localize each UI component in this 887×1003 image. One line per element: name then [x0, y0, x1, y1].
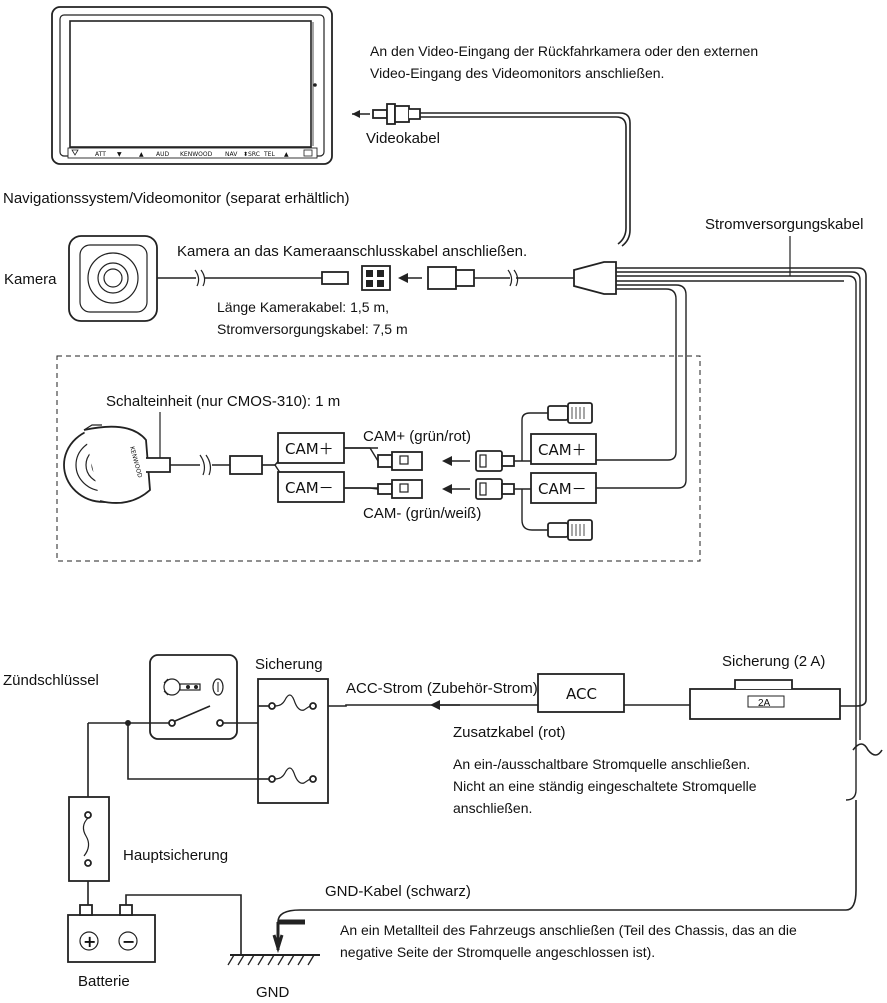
switch-unit: KENWOOD	[63, 424, 151, 504]
monitor-brand: KENWOOD	[180, 151, 213, 158]
video-cable-label: Videokabel	[366, 130, 440, 147]
camera	[68, 235, 158, 322]
cam-plus-wire-label: CAM+ (grün/rot)	[363, 428, 471, 445]
gnd-cable-label: GND-Kabel (schwarz)	[325, 883, 471, 900]
battery-label: Batterie	[78, 973, 130, 990]
fuse-2a-label: Sicherung (2 A)	[722, 653, 825, 670]
cam-plus-box-left	[277, 432, 345, 464]
monitor-button-2: ▼	[117, 151, 122, 158]
monitor-button-7: ⬍SRC	[243, 151, 260, 158]
monitor-button-4: AUD	[156, 151, 169, 158]
acc-note-line2: Nicht an eine ständig eingeschaltete Str…	[453, 778, 757, 794]
ignition-switch	[149, 654, 238, 740]
cam-minus-box-left	[277, 471, 345, 503]
fuse-label: Sicherung	[255, 656, 323, 673]
monitor-button-1: ATT	[95, 151, 106, 158]
switch-unit-label: Schalteinheit (nur CMOS-310): 1 m	[106, 393, 340, 410]
monitor: ATT ▼ ▲ AUD KENWOOD NAV ⬍SRC TEL ▲	[51, 6, 333, 165]
acc-note-line3: anschließen.	[453, 800, 532, 816]
length-line2: Stromversorgungskabel: 7,5 m	[217, 321, 408, 337]
main-fuse-label: Hauptsicherung	[123, 847, 228, 864]
monitor-button-9: ▲	[284, 151, 289, 158]
camera-connect-label: Kamera an das Kameraanschlusskabel ansch…	[177, 243, 527, 260]
camera-label: Kamera	[4, 271, 57, 288]
inline-fuse-2a: 2A	[689, 679, 841, 720]
cam-plus-box-right-text: CAM＋	[538, 441, 587, 459]
acc-power-label: ACC-Strom (Zubehör-Strom)	[346, 680, 538, 697]
video-note-line1: An den Video-Eingang der Rückfahrkamera …	[370, 43, 758, 59]
fuse-2a-tag: 2A	[758, 698, 771, 709]
power-cable-label: Stromversorgungskabel	[705, 216, 863, 233]
cam-minus-box-right	[530, 472, 597, 504]
gnd-note-line1: An ein Metallteil des Fahrzeugs anschlie…	[340, 922, 797, 938]
monitor-button-3: ▲	[139, 151, 144, 158]
monitor-button-6: NAV	[225, 151, 238, 158]
monitor-caption: Navigationssystem/Videomonitor (separat …	[3, 190, 350, 207]
battery-minus: −	[122, 932, 135, 951]
main-fuse	[68, 796, 110, 882]
acc-box	[537, 673, 625, 713]
acc-note-line1: An ein-/ausschaltbare Stromquelle anschl…	[453, 756, 750, 772]
gnd-note-line2: negative Seite der Stromquelle angeschlo…	[340, 944, 655, 960]
acc-box-text: ACC	[566, 685, 597, 703]
fuse-box	[257, 678, 329, 804]
battery: + −	[67, 904, 156, 963]
cam-plus-box-left-text: CAM＋	[285, 440, 334, 458]
cam-minus-box-right-text: CAM－	[538, 480, 587, 498]
cam-minus-wire-label: CAM- (grün/weiß)	[363, 505, 481, 522]
aux-cable-label: Zusatzkabel (rot)	[453, 724, 566, 741]
video-note-line2: Video-Eingang des Videomonitors anschlie…	[370, 65, 664, 81]
ground-symbol	[227, 954, 320, 966]
switch-unit-area	[56, 355, 701, 562]
length-line1: Länge Kamerakabel: 1,5 m,	[217, 299, 389, 315]
cam-minus-box-left-text: CAM－	[285, 479, 334, 497]
cam-plus-box-right	[530, 433, 597, 465]
rca-plug	[352, 103, 421, 125]
monitor-button-8: TEL	[263, 151, 275, 158]
ignition-label: Zündschlüssel	[3, 672, 99, 689]
gnd-label: GND	[256, 984, 290, 1001]
battery-plus: +	[83, 932, 96, 951]
